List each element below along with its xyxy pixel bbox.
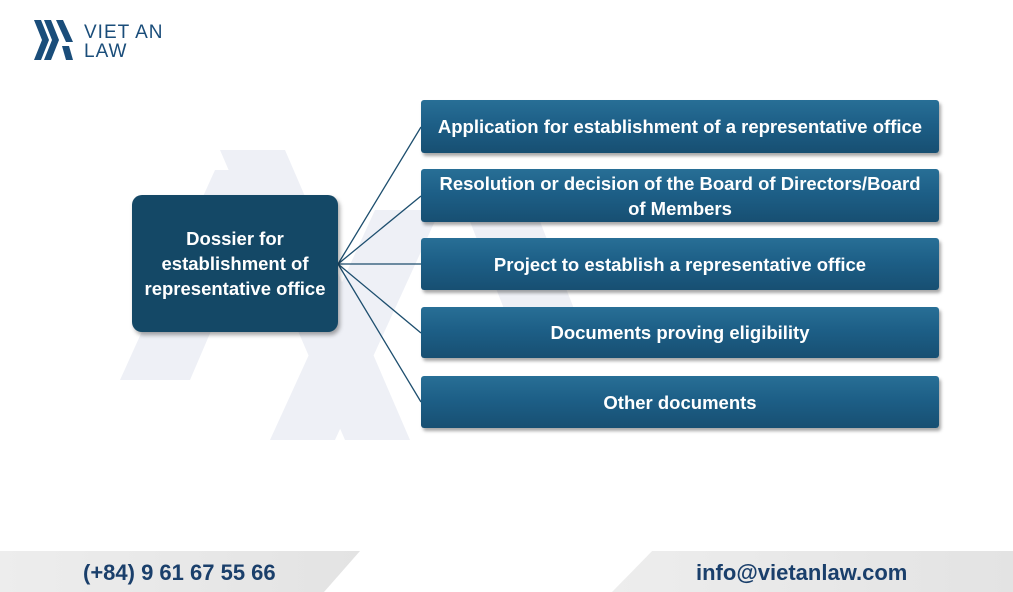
child-node-resolution: Resolution or decision of the Board of D… — [421, 169, 939, 222]
child-node-project: Project to establish a representative of… — [421, 238, 939, 290]
root-node: Dossier for establishment of representat… — [132, 195, 338, 332]
footer-band-left — [0, 551, 360, 592]
logo: VIET AN LAW — [32, 18, 172, 68]
child-node-application: Application for establishment of a repre… — [421, 100, 939, 153]
connector-line — [337, 126, 422, 265]
connector-line — [337, 263, 422, 403]
phone-number[interactable]: (+84) 9 61 67 55 66 — [83, 560, 276, 585]
logo-text-line2: LAW — [84, 41, 128, 62]
connector-line — [337, 195, 422, 265]
child-node-eligibility: Documents proving eligibility — [421, 307, 939, 358]
footer-band-right — [612, 551, 1013, 592]
vietan-logo-icon — [34, 20, 73, 60]
logo-text-line1: VIET AN — [84, 22, 164, 43]
connector-line — [337, 263, 422, 334]
email-address[interactable]: info@vietanlaw.com — [696, 560, 908, 585]
child-node-other: Other documents — [421, 376, 939, 428]
